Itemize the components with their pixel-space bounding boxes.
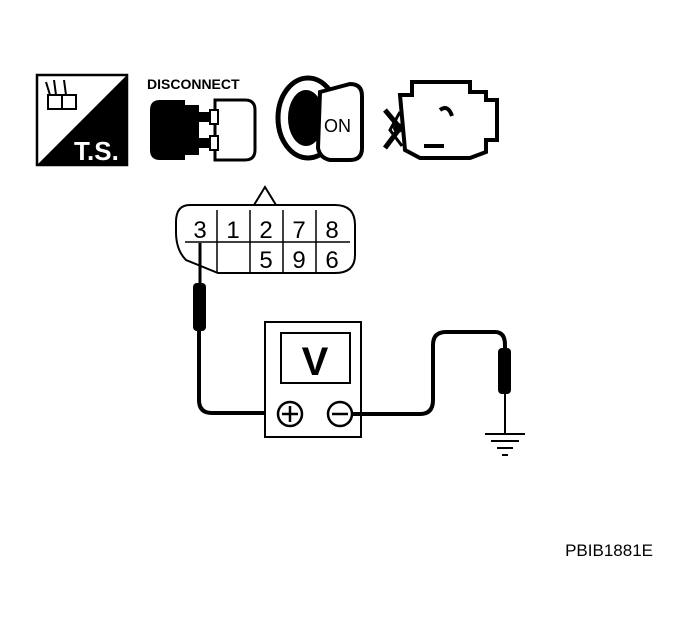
engine-icon (383, 80, 499, 160)
pin-1-label: 1 (226, 217, 239, 244)
pin-3-label: 3 (193, 217, 206, 244)
ignition-on-icon: ON (275, 75, 364, 162)
pin-9-label: 9 (292, 247, 305, 274)
connector-face: 3 1 2 7 8 5 9 6 (175, 185, 356, 274)
trouble-shooting-icon: T.S. (35, 73, 129, 167)
pin-7-label: 7 (292, 217, 305, 244)
figure-id: PBIB1881E (565, 541, 653, 560)
ignition-on-label: ON (324, 116, 351, 136)
ground-symbol-icon (485, 433, 525, 456)
voltmeter: V (264, 321, 362, 438)
pin-8-label: 8 (325, 217, 338, 244)
disconnect-icon: DISCONNECT (147, 76, 257, 162)
voltmeter-display: V (302, 340, 329, 384)
pin-5-label: 5 (259, 247, 272, 274)
disconnect-label: DISCONNECT (147, 76, 240, 92)
pin-2-label: 2 (259, 217, 272, 244)
negative-probe (352, 330, 511, 433)
pin-6-label: 6 (325, 247, 338, 274)
ts-label: T.S. (74, 136, 119, 166)
positive-probe (193, 243, 272, 415)
